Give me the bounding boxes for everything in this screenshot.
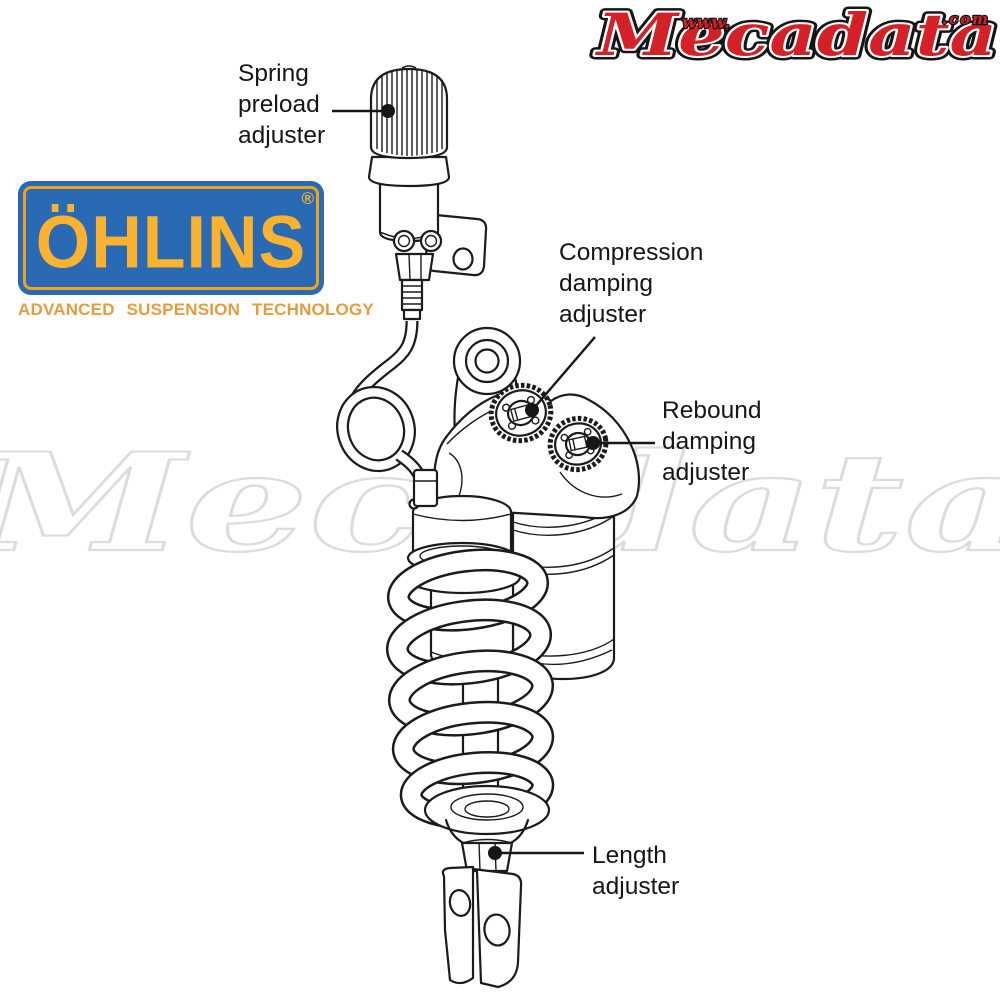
mecadata-logo-www: www. (682, 13, 730, 33)
preload-body (367, 155, 451, 243)
mecadata-logo: Mecadata Mecadata Mecadata www. .com (590, 0, 1000, 74)
leader-dot-spring-preload (381, 104, 395, 118)
label-line: preload (238, 91, 320, 118)
label-line: adjuster (662, 459, 750, 486)
label-line: Rebound (662, 397, 762, 424)
label-line: Spring (238, 60, 309, 87)
mecadata-logo-white-gap: Mecadata (594, 1, 997, 69)
hose-fitting (412, 468, 439, 508)
leader-lines (332, 104, 655, 860)
label-spring-preload-adjuster: Spring preload adjuster (238, 58, 325, 151)
registered-trademark-symbol: ® (301, 189, 314, 208)
leader-dot-compression (525, 403, 539, 417)
ohlins-tagline: ADVANCED SUSPENSION TECHNOLOGY (18, 300, 374, 319)
ohlins-logo-border (23, 186, 319, 290)
preload-bolts (392, 229, 443, 253)
label-length-adjuster: Length adjuster (592, 840, 679, 902)
mecadata-logo-name: Mecadata (594, 1, 997, 69)
label-line: adjuster (592, 873, 680, 900)
label-line: damping (662, 428, 756, 455)
label-line: adjuster (559, 301, 647, 328)
preload-hex-fitting (394, 252, 435, 321)
label-line: damping (559, 270, 653, 297)
leader-dot-length (488, 846, 502, 860)
mecadata-logo-com: .com (942, 10, 988, 28)
rebound-damping-adjuster-knob (547, 415, 609, 473)
label-compression-damping-adjuster: Compression damping adjuster (559, 237, 703, 330)
lower-spring-seat (423, 784, 551, 850)
preload-hose (336, 320, 439, 508)
label-line: Compression (559, 239, 704, 266)
ohlins-brand-text: ÖHLINS (35, 200, 307, 284)
leader-dot-rebound (586, 436, 600, 450)
leader-compression (533, 336, 596, 409)
label-line: adjuster (238, 122, 326, 149)
label-line: Length (592, 842, 667, 869)
label-rebound-damping-adjuster: Rebound damping adjuster (662, 395, 761, 488)
clevis-mount (441, 865, 523, 989)
compression-damping-adjuster-knob (488, 382, 554, 444)
spring-preload-adjuster-unit (367, 65, 488, 321)
preload-knob (369, 65, 449, 160)
mecadata-logo-outline: Mecadata (594, 1, 997, 69)
ohlins-logo: ÖHLINS ® (18, 181, 324, 295)
